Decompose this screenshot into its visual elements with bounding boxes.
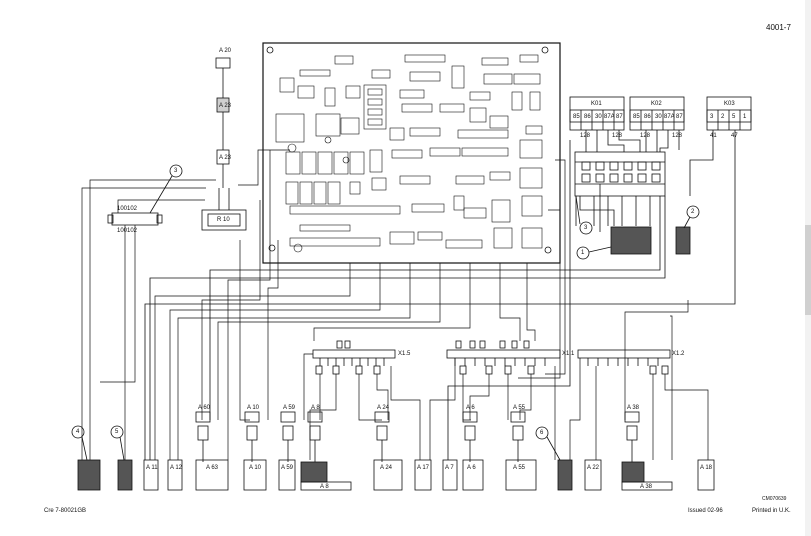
relay-wire-label: 41 (710, 133, 717, 139)
bottom-component-label: A 22 (587, 465, 600, 471)
relay-pin-label: 2 (721, 114, 725, 120)
bottom-component-label: A 59 (281, 465, 294, 471)
junction-block (107, 212, 163, 226)
plug-tag: A 38 (627, 405, 640, 411)
component-label: A 23 (219, 103, 232, 109)
relay-pin-label: 30 (655, 114, 662, 120)
terminal-strip-x12 (577, 349, 671, 375)
bottom-component-label: A 17 (417, 465, 430, 471)
relay-pin-label: 87 (616, 114, 623, 120)
relay-k01 (569, 96, 625, 131)
relay-pin-label: 86 (644, 114, 651, 120)
plug-tag: A 6 (466, 405, 475, 411)
fuse-component-a23 (215, 57, 231, 188)
relay-label: K02 (651, 101, 662, 107)
callout-label: 5 (115, 429, 119, 435)
terminal-strip-label: X1.1 (562, 351, 575, 357)
issue-date: Issued 02-96 (688, 508, 723, 514)
harness-wires (81, 149, 709, 460)
board-hole (544, 246, 552, 254)
callout-circles (71, 164, 700, 461)
bottom-component-label: A 12 (170, 465, 183, 471)
junction-label: 100102 (117, 206, 138, 212)
relay-pin-label: 87A (604, 114, 615, 120)
resistor-label: R 10 (217, 217, 230, 223)
board-hole (268, 244, 276, 252)
plug-tag: A 59 (283, 405, 296, 411)
terminal-strip-x11 (446, 340, 561, 375)
bottom-component-label: A 10 (249, 465, 262, 471)
component-box-2 (675, 226, 691, 255)
relay-pin-label: 30 (595, 114, 602, 120)
callout-label: 3 (584, 225, 588, 231)
callout-label: 4 (76, 429, 80, 435)
component-label: A 23 (219, 155, 232, 161)
relay-pin-label: 85 (573, 114, 580, 120)
plug-tag: A 10 (247, 405, 260, 411)
bottom-component-label: A 6 (467, 465, 476, 471)
print-location: Printed in U.K. (752, 508, 791, 514)
bottom-component-label: A 24 (380, 465, 393, 471)
bottom-component-label: A 18 (700, 465, 713, 471)
relay-pin-label: 5 (732, 114, 736, 120)
relay-pin-label: 3 (710, 114, 714, 120)
relay-wire-label: 128 (640, 133, 651, 139)
callout-label: 1 (581, 250, 585, 256)
plug-tag: A 8 (311, 405, 320, 411)
relay-pin-label: 85 (633, 114, 640, 120)
callout-label: 6 (540, 430, 544, 436)
component-box-1 (610, 226, 652, 255)
scrollbar-thumb[interactable] (805, 225, 811, 315)
relay-pin-label: 1 (743, 114, 747, 120)
bottom-component-label: A 38 (640, 484, 653, 490)
plug-tag: A 24 (377, 405, 390, 411)
connector-plugs (195, 411, 640, 462)
relay-pin-label: 87A (664, 114, 675, 120)
callout-label: 3 (174, 168, 178, 174)
relay-wire-label: 128 (580, 133, 591, 139)
relay-pin-label: 86 (584, 114, 591, 120)
junction-label: 100102 (117, 228, 138, 234)
relay-label: K03 (724, 101, 735, 107)
drawing-reference: CM070639 (762, 496, 787, 502)
relay-wire-label: 128 (672, 133, 683, 139)
bottom-component-label: A 7 (445, 465, 454, 471)
bottom-component-label: A 55 (513, 465, 526, 471)
relay-wire-label: 128 (612, 133, 623, 139)
callout-label: 2 (691, 209, 695, 215)
relay-k02 (629, 96, 685, 131)
board-hole (541, 46, 549, 54)
relay-wire-label: 47 (731, 133, 738, 139)
terminal-strip-label: X1.5 (398, 351, 411, 357)
relay-k03 (706, 96, 752, 131)
relay-terminal-block (574, 151, 666, 197)
bottom-components (77, 459, 715, 491)
vertical-scrollbar[interactable] (805, 0, 811, 536)
bottom-component-label: A 63 (206, 465, 219, 471)
bottom-component-label: A 11 (146, 465, 158, 471)
board-hole (266, 46, 274, 54)
relay-label: K01 (591, 101, 602, 107)
plug-tag: A 55 (513, 405, 526, 411)
page-number: 4001-7 (766, 23, 791, 32)
bottom-component-label: A 8 (320, 484, 329, 490)
control-board (262, 42, 561, 264)
plug-tag: A 60 (198, 405, 211, 411)
resistor-r10 (201, 188, 247, 231)
terminal-strip-label: X1.2 (672, 351, 685, 357)
component-label: A 20 (219, 48, 232, 54)
document-reference: Cre 7-80021GB (44, 508, 87, 514)
board-components (275, 54, 543, 253)
relay-pin-label: 87 (676, 114, 683, 120)
terminal-strip-x15 (312, 340, 396, 375)
